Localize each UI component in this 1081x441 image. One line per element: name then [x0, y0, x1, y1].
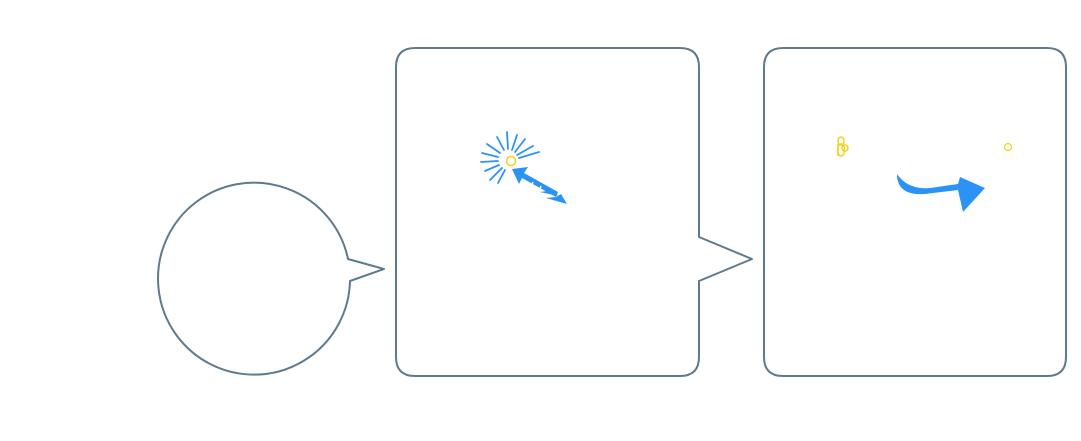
tap-swipe-gesture-icon	[480, 131, 567, 204]
touch-point-icon	[505, 155, 517, 167]
circle-speech-bubble	[157, 181, 385, 376]
right-speech-bubble	[763, 47, 1067, 377]
swipe-right-gesture-icon	[836, 136, 1013, 212]
middle-speech-bubble	[395, 47, 753, 377]
finger-touch-icon	[836, 136, 849, 157]
swipe-right-arrow-icon	[897, 174, 985, 212]
diagonal-double-arrow-icon	[512, 167, 567, 204]
touch-end-point-icon	[1003, 142, 1013, 152]
tap-burst-icon	[480, 131, 540, 184]
